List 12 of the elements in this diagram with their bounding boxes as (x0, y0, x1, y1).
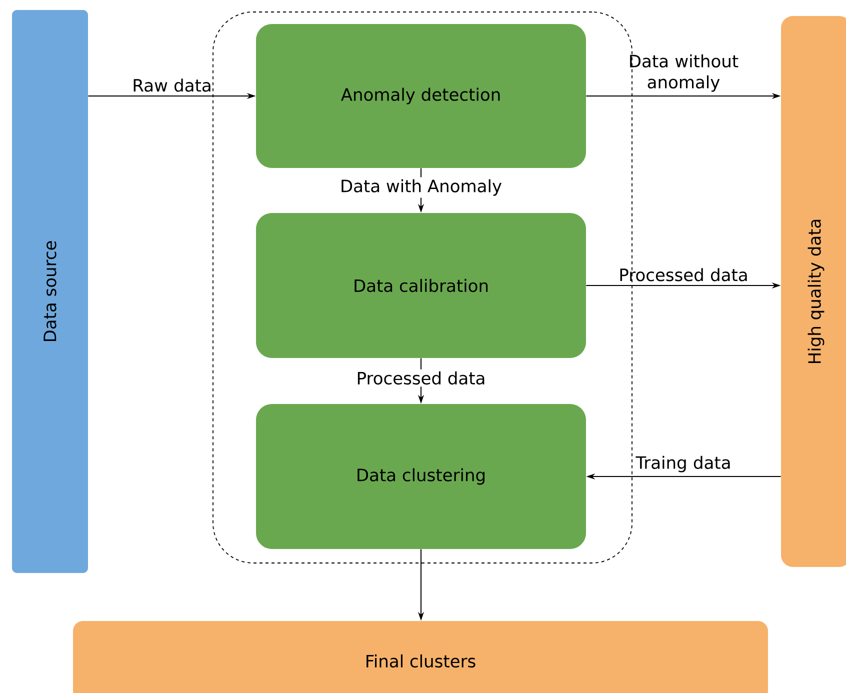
edge-label: Data without anomaly (630, 54, 738, 92)
edge-label: Raw data (134, 78, 210, 92)
edge-label: Traing data (636, 456, 730, 472)
side-bar: High quality data (781, 16, 846, 567)
edge-label: Data with Anomaly (338, 177, 504, 198)
process-box: Data calibration (256, 213, 586, 358)
side-bar: Data source (12, 10, 88, 573)
process-box: Data clustering (256, 404, 586, 549)
process-box: Anomaly detection (256, 24, 586, 168)
edge-label: Processed data (354, 369, 488, 387)
edge-label: Processed data (620, 268, 747, 282)
output-box: Final clusters (73, 621, 768, 693)
